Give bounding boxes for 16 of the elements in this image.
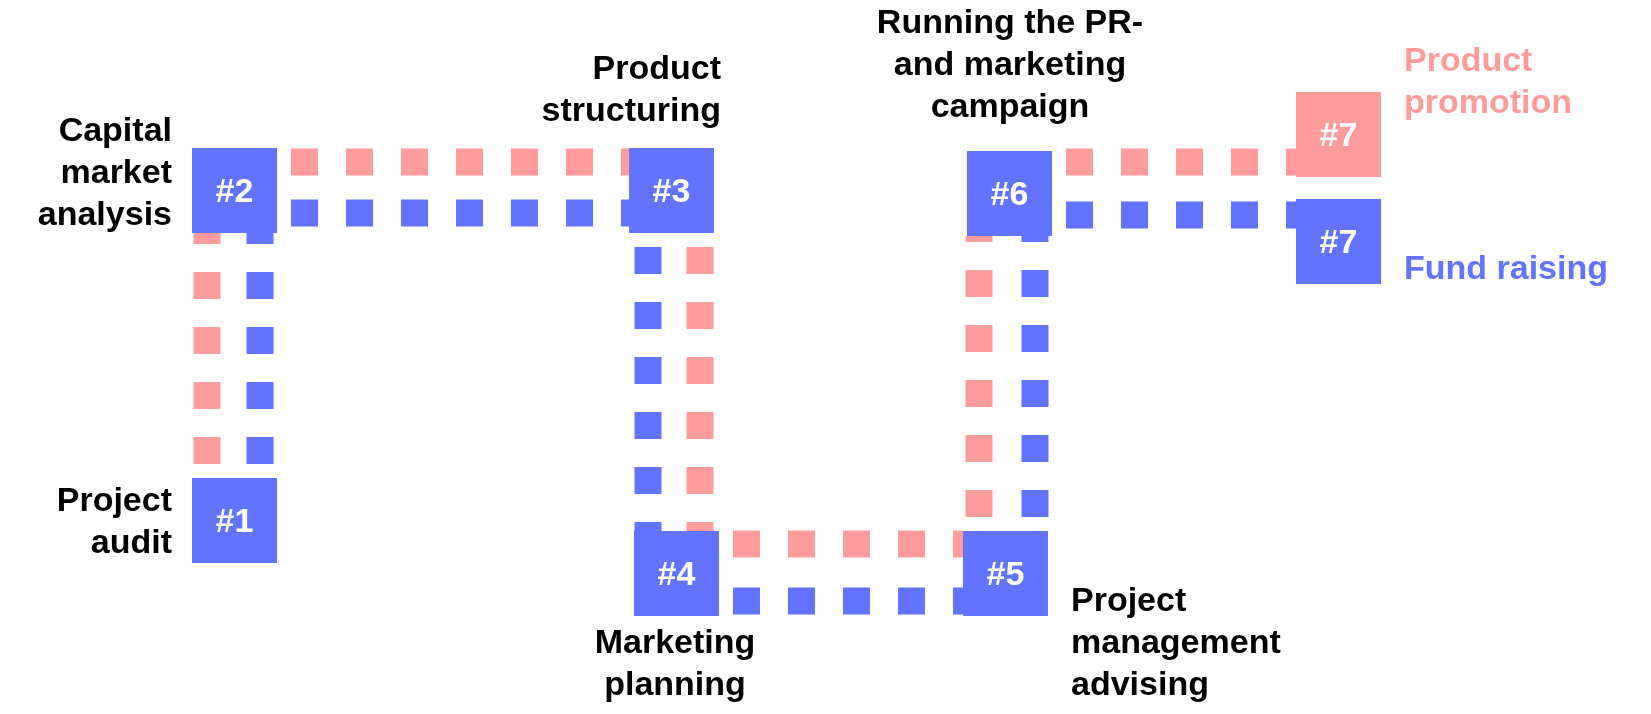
step-box: #5 (963, 531, 1048, 616)
step-title: Project audit (55, 479, 172, 562)
step-title: Product promotion (1404, 39, 1574, 122)
step-box: #6 (967, 151, 1052, 236)
step-box: #7 (1296, 199, 1381, 284)
step-box: #1 (192, 478, 277, 563)
step-title: Product structuring (540, 47, 721, 130)
step-title: Project management advising (1071, 579, 1282, 704)
step-box: #2 (192, 148, 277, 233)
step-title: Marketing planning (593, 621, 757, 704)
step-box: #4 (634, 531, 719, 616)
step-title: Fund raising (1404, 247, 1608, 288)
step-box: #7 (1296, 92, 1381, 177)
step-title: Running the PR- and marketing campaign (875, 1, 1145, 126)
step-title: Capital market analysis (36, 109, 172, 234)
step-box: #3 (629, 148, 714, 233)
